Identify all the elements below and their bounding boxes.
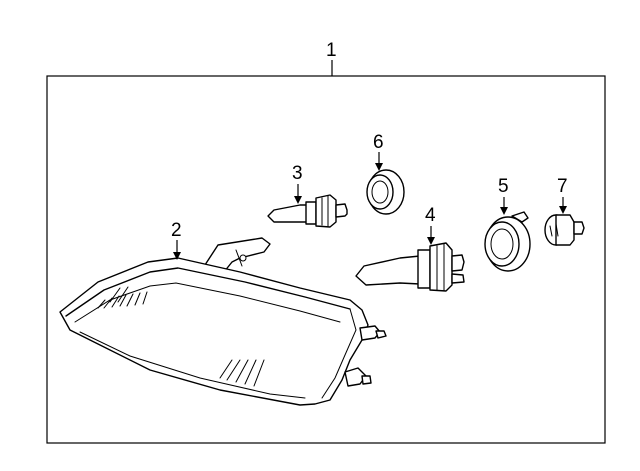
callout-5: 5 (498, 176, 509, 197)
large-socket-ring-icon (484, 211, 531, 272)
callout-6-leader (375, 152, 383, 171)
callout-1: 1 (326, 40, 337, 61)
callout-7: 7 (557, 176, 568, 197)
small-socket-icon (544, 214, 585, 246)
callout-6: 6 (373, 132, 384, 153)
headlamp-housing-icon (59, 237, 387, 406)
large-bulb-icon (355, 242, 465, 292)
callout-2: 2 (171, 220, 182, 241)
seal-ring-icon (366, 169, 405, 215)
small-bulb-icon (267, 194, 348, 228)
callout-4: 4 (425, 205, 436, 226)
callout-3-leader (294, 184, 302, 204)
assembly-frame (46, 60, 606, 444)
callout-3: 3 (292, 163, 303, 184)
callout-4-leader (427, 226, 435, 245)
callout-2-leader (173, 240, 181, 260)
callout-5-leader (500, 197, 508, 215)
callout-7-leader (559, 197, 567, 214)
